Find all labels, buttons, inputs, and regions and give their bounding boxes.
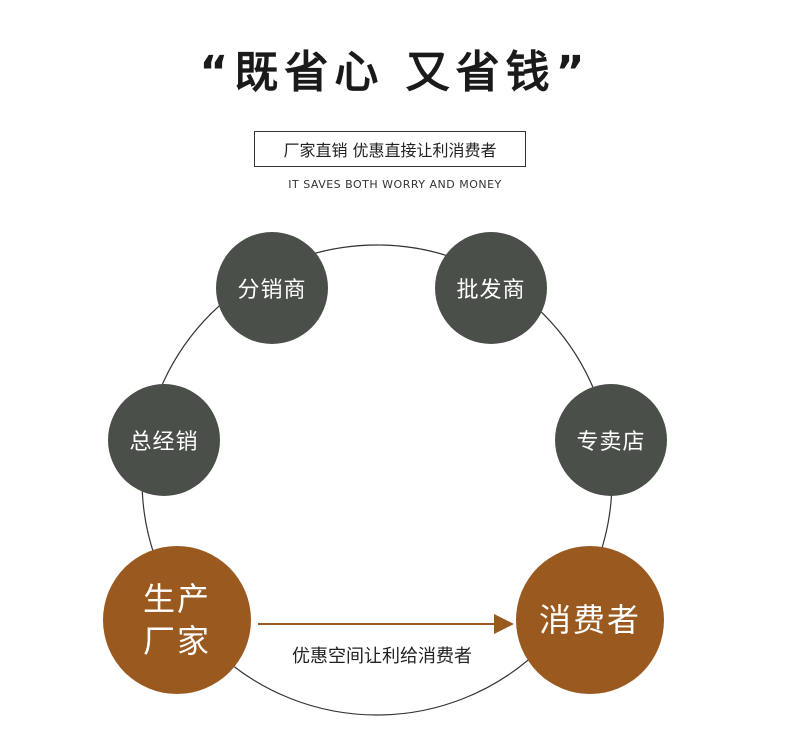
page-title: “既省心 又省钱” <box>199 47 591 98</box>
node-consumer: 消费者 <box>516 546 664 694</box>
node-distributor-label: 分销商 <box>237 278 307 303</box>
node-general-agent: 总经销 <box>108 384 220 496</box>
node-specialty-store: 专卖店 <box>555 384 667 496</box>
node-wholesaler-label: 批发商 <box>456 278 526 303</box>
flow-label: 优惠空间让利给消费者 <box>292 646 472 667</box>
node-distributor: 分销商 <box>216 232 328 344</box>
subtitle-box: 厂家直销 优惠直接让利消费者 <box>254 131 526 167</box>
subtitle-english: IT SAVES BOTH WORRY AND MONEY <box>288 178 502 191</box>
node-consumer-label: 消费者 <box>538 601 641 639</box>
subtitle-text: 厂家直销 优惠直接让利消费者 <box>283 141 497 160</box>
node-manufacturer: 生产 厂家 <box>103 546 251 694</box>
node-wholesaler: 批发商 <box>435 232 547 344</box>
node-manufacturer-line2: 厂家 <box>142 622 211 660</box>
node-specialty-store-label: 专卖店 <box>576 430 646 455</box>
node-manufacturer-line1: 生产 <box>142 580 211 618</box>
node-general-agent-label: 总经销 <box>129 430 199 455</box>
